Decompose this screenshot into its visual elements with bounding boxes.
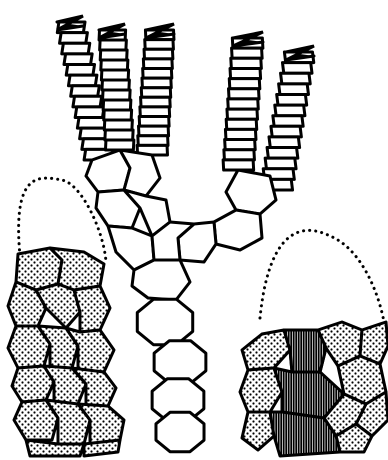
branch-4-cell [225, 140, 256, 150]
branch-4-cell [230, 68, 261, 78]
branch-5-cell [267, 148, 298, 159]
branch-4-cell [223, 160, 254, 170]
stippled-cell [74, 286, 110, 332]
branch-4-cell [229, 79, 260, 89]
branch-2-cell [105, 140, 133, 150]
junction-cell [226, 170, 276, 214]
branch-4-cell [231, 58, 262, 68]
stippled-cell [242, 412, 274, 450]
junction-cell [214, 210, 262, 250]
branch-1-cell [64, 54, 92, 65]
branch-5-cell [269, 137, 300, 148]
branch-5-cell [265, 158, 296, 169]
trunk-cell [154, 341, 206, 383]
branch-4-cell [228, 99, 259, 109]
branch-1-cell [66, 64, 94, 75]
right-cluster-dotted-outline [260, 230, 384, 322]
branch-5-cell [282, 63, 312, 74]
branch-1-cell [77, 118, 106, 129]
trunk-cell [137, 299, 192, 344]
stippled-cell [242, 330, 290, 370]
branch-5-cell [275, 105, 305, 116]
branch-1-cell [75, 107, 104, 118]
right-cell-cluster [240, 230, 388, 456]
branch-4-cell [227, 109, 258, 119]
branch-1-cell [60, 33, 88, 44]
stippled-cell [84, 440, 120, 456]
trunk-cell [156, 412, 204, 451]
junction-cell [132, 260, 190, 300]
branch-5-cell [281, 73, 311, 84]
branch-5-cell [273, 116, 303, 127]
branch-4-cell [225, 129, 256, 139]
branch-4-cell [224, 150, 255, 160]
branch-5-cell [271, 126, 301, 137]
branch-1-cell [68, 75, 96, 86]
branch-4-cell [229, 89, 260, 99]
branch-1-cell [62, 43, 90, 54]
branch-1-cell [73, 96, 102, 107]
branch-1-cell [71, 86, 100, 97]
branch-5-cell [277, 94, 307, 105]
hatched-cell [284, 330, 326, 372]
branch-4-cell [226, 119, 257, 129]
branch-4-cell [232, 48, 263, 58]
branch-5-cell [279, 84, 309, 95]
